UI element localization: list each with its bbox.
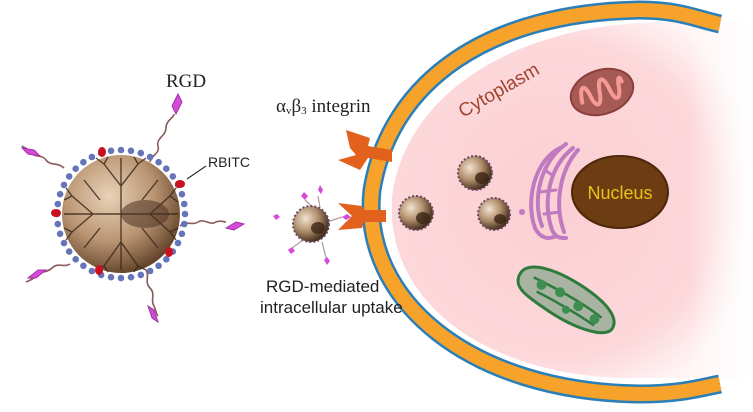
peg-coating-dots: [53, 146, 189, 282]
integrin-receptor-icon: [338, 130, 392, 170]
peg-dot: [146, 267, 154, 275]
peg-dot: [155, 262, 162, 270]
peg-dot: [88, 267, 96, 275]
approaching-nanoparticle: [273, 185, 351, 265]
chloroplast: [516, 265, 616, 335]
internalized-nanoparticle: [477, 197, 511, 231]
integrin-label: αvβ3 integrin: [276, 96, 371, 117]
peg-dot: [107, 147, 115, 155]
peg-dot: [80, 262, 87, 270]
membrane-bound-nanoparticle: [398, 195, 434, 231]
peg-dot: [178, 190, 186, 198]
peg-dot: [54, 200, 62, 208]
dendrimer-shadow: [121, 200, 169, 228]
rbitc-pointer-line: [186, 165, 207, 180]
peg-dot: [60, 239, 68, 247]
peg-dot: [174, 239, 182, 247]
peg-dot: [137, 149, 145, 157]
mitochondrion: [569, 67, 635, 117]
rgd-nanoparticle-detail: RBITC RGD: [20, 71, 250, 324]
internalized-nanoparticle: [457, 155, 493, 191]
peg-dot: [117, 274, 125, 282]
rgd-ligand-icon: [20, 92, 246, 324]
peg-dot: [56, 230, 64, 238]
peg-dot: [180, 200, 188, 208]
peg-dot: [178, 230, 186, 238]
uptake-label-line2: intracellular uptake: [260, 298, 403, 317]
peg-dot: [72, 165, 79, 172]
nucleus-label: Nucleus: [587, 183, 652, 203]
rbitc-label: RBITC: [208, 154, 250, 170]
integrin-receptor-icon: [338, 203, 386, 230]
peg-dot: [180, 220, 188, 228]
peg-dot: [127, 147, 135, 155]
peg-dot: [163, 255, 170, 263]
peg-dot: [65, 173, 73, 180]
peg-dot: [163, 165, 170, 172]
peg-dot: [65, 248, 73, 255]
peg-dot: [56, 190, 64, 198]
uptake-label-line1: RGD-mediated: [266, 277, 379, 296]
golgi-apparatus: [519, 142, 580, 240]
peg-dot: [169, 173, 177, 180]
peg-dot: [54, 220, 62, 228]
peg-dot: [146, 153, 154, 161]
peg-dot: [181, 210, 189, 218]
peg-dot: [88, 153, 96, 161]
cytoplasm-fade: [690, 20, 753, 382]
rgd-label: RGD: [166, 71, 206, 92]
peg-dot: [155, 158, 162, 166]
peg-dot: [80, 158, 87, 166]
cell-membrane: [364, 2, 722, 402]
peg-dot: [117, 146, 125, 154]
nucleus: Nucleus: [571, 155, 669, 229]
peg-dot: [72, 255, 79, 263]
peg-dot: [60, 181, 68, 189]
peg-dot: [127, 273, 135, 281]
peg-dot: [137, 271, 145, 279]
rbitc-dye-icon: [51, 147, 185, 275]
peg-dot: [107, 273, 115, 281]
